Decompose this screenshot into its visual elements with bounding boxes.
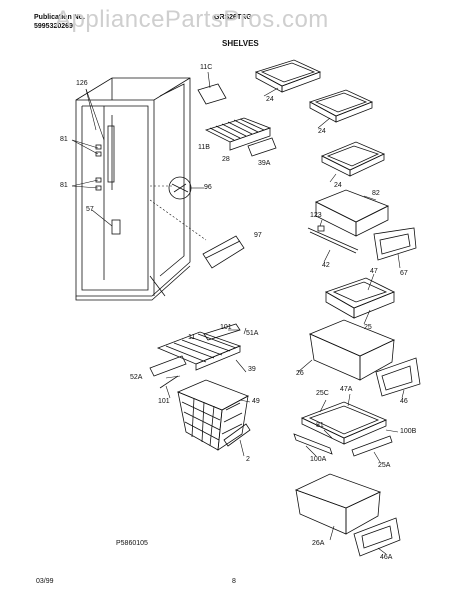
crisper-front-46a <box>353 517 401 557</box>
label-39a: 39A <box>258 160 271 167</box>
shelf-bracket <box>197 83 227 105</box>
control-knob <box>168 176 192 200</box>
label-96: 96 <box>204 184 212 191</box>
crisper-handle-67 <box>373 227 417 261</box>
crisper-cover <box>202 235 245 269</box>
crisper-pan-26 <box>308 319 396 381</box>
label-24-low: 24 <box>334 182 342 189</box>
label-67: 67 <box>400 270 408 277</box>
label-100b: 100B <box>400 428 417 435</box>
glass-shelf-2 <box>308 89 374 123</box>
drawing-number: P5860105 <box>116 540 148 547</box>
label-46a: 46A <box>380 554 393 561</box>
publication-label: Publication No. <box>34 14 85 21</box>
label-25: 25 <box>364 324 372 331</box>
crisper-cover-shelf <box>325 277 395 319</box>
refrigerator-cabinet <box>75 77 191 301</box>
label-81-lower: 81 <box>60 182 68 189</box>
freezer-basket <box>176 379 249 451</box>
label-24-top: 24 <box>266 96 274 103</box>
wire-shelf-upper <box>204 117 277 157</box>
label-57: 57 <box>86 206 94 213</box>
label-47a: 47A <box>340 386 353 393</box>
label-25a: 25A <box>378 462 391 469</box>
model-number: GRS26TRG <box>214 14 252 21</box>
label-81-shelf: 81 <box>316 422 324 429</box>
label-11c: 11C <box>200 64 213 71</box>
label-101-upper: 101 <box>220 324 232 331</box>
label-100a: 100A <box>310 456 327 463</box>
glass-shelf-1 <box>254 59 322 93</box>
label-24-mid: 24 <box>318 128 326 135</box>
label-82: 82 <box>372 190 380 197</box>
screws <box>95 144 102 191</box>
label-46: 46 <box>400 398 408 405</box>
label-25c: 25C <box>316 390 329 397</box>
label-97: 97 <box>254 232 262 239</box>
glass-shelf-3 <box>321 141 385 177</box>
label-47: 47 <box>370 268 378 275</box>
footer-date: 03/99 <box>36 578 54 585</box>
shelf-rail <box>307 225 359 254</box>
label-123: 123 <box>310 212 322 219</box>
watermark: AppliancePartsPros.com <box>55 6 329 33</box>
crisper-front-46 <box>375 357 421 397</box>
label-81-upper: 81 <box>60 136 68 143</box>
label-11b: 11B <box>198 144 210 151</box>
door-bin-82 <box>315 189 389 237</box>
label-2: 2 <box>246 456 250 463</box>
lower-crisper-shelf <box>293 401 393 457</box>
label-126: 126 <box>76 80 88 87</box>
label-49: 49 <box>252 398 260 405</box>
label-11: 11 <box>188 334 196 341</box>
page-number: 8 <box>232 578 236 585</box>
label-51a: 51A <box>246 330 259 337</box>
crisper-pan-26a <box>294 473 382 535</box>
section-title: SHELVES <box>222 39 259 48</box>
label-26: 26 <box>296 370 304 377</box>
basket-bracket <box>149 355 187 377</box>
publication-number: 5995320269 <box>34 23 73 30</box>
label-42: 42 <box>322 262 330 269</box>
label-39: 39 <box>248 366 256 373</box>
label-26a: 26A <box>312 540 325 547</box>
basket-clip <box>223 423 251 447</box>
label-52a: 52A <box>130 374 143 381</box>
label-28: 28 <box>222 156 230 163</box>
label-101-lower: 101 <box>158 398 170 405</box>
